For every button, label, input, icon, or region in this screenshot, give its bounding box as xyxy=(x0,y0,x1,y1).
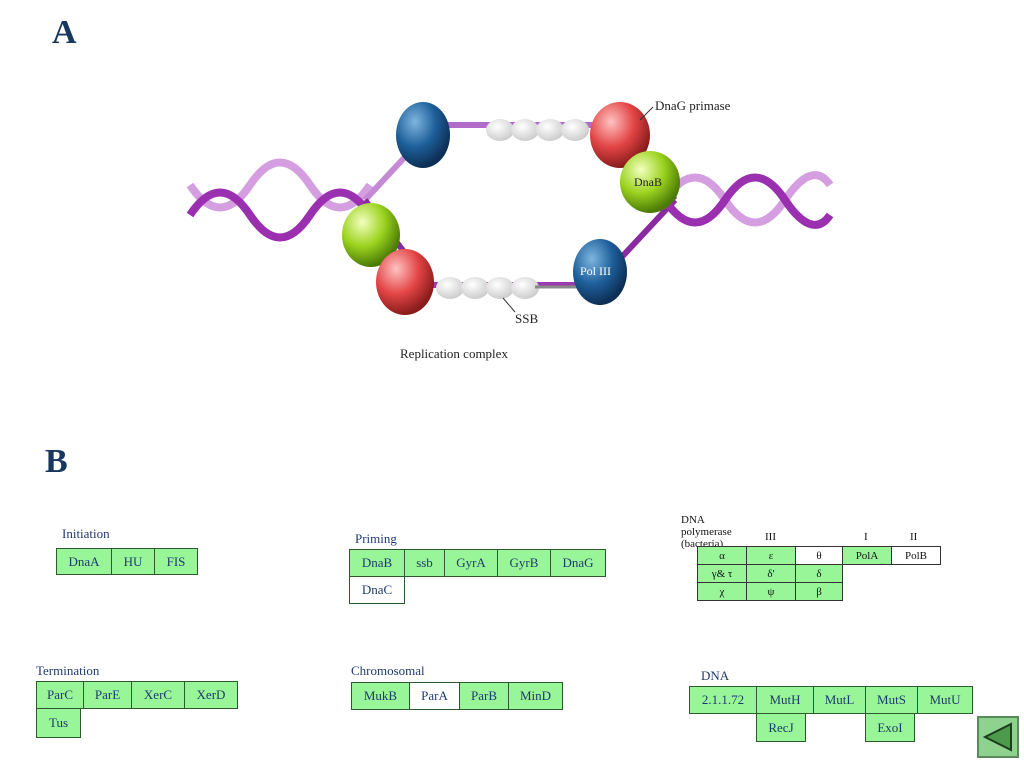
pol-cell-theta: θ xyxy=(795,546,843,565)
polymerase-header-i: I xyxy=(864,531,868,543)
gene-cell-parb: ParB xyxy=(459,682,509,710)
gene-cell-2-1-1-72: 2.1.1.72 xyxy=(689,686,757,714)
gene-cell-dnac: DnaC xyxy=(349,576,405,604)
pol-cell-psi: ψ xyxy=(746,582,796,601)
gene-cell-gyra: GyrA xyxy=(444,549,498,577)
dnag-leader-line xyxy=(639,106,654,121)
gene-cell-gyrb: GyrB xyxy=(497,549,551,577)
pol-cell-polb: PolB xyxy=(891,546,941,565)
gene-cell-dnaa: DnaA xyxy=(56,548,112,575)
pol3-sphere-top xyxy=(396,102,450,168)
pol-cell-pola: PolA xyxy=(842,546,892,565)
polymerase-header-iii: III xyxy=(765,531,776,543)
group-initiation-title: Initiation xyxy=(62,526,110,541)
pol-cell-gamma-tau: γ& τ xyxy=(697,564,747,583)
pol3-label: Pol III xyxy=(580,264,611,278)
gene-cell-xerc: XerC xyxy=(131,681,185,709)
left-helix-strand-1 xyxy=(186,158,374,212)
group-termination-title: Termination xyxy=(36,663,100,678)
dnag-sphere-top xyxy=(590,102,650,168)
gene-cell-recj: RecJ xyxy=(756,713,806,742)
gene-cell-dnab: DnaB xyxy=(349,549,405,577)
pol-cell-delta: δ xyxy=(795,564,843,583)
replication-complex-figure: DnaG primase DnaB Pol III SSB Replicatio… xyxy=(186,98,834,361)
polymerase-title: DNA polymerase (bacteria) xyxy=(681,514,732,550)
gene-cell-dnag: DnaG xyxy=(550,549,606,577)
gene-cell-para: ParA xyxy=(409,682,460,710)
panel-a-label: A xyxy=(52,14,77,51)
gene-cell-mind: MinD xyxy=(508,682,563,710)
dnag-sphere-bottom xyxy=(376,249,434,315)
gene-cell-muts: MutS xyxy=(865,686,918,714)
pol-cell-beta: β xyxy=(795,582,843,601)
pol-cell-alpha: α xyxy=(697,546,747,565)
gene-cell-pare: ParE xyxy=(83,681,132,709)
right-helix-strand-2 xyxy=(661,173,834,229)
pol3-sphere-bottom xyxy=(573,239,627,305)
ssb-leader-line xyxy=(502,297,516,313)
dnab-label: DnaB xyxy=(634,175,662,189)
back-arrow-icon xyxy=(982,722,1012,752)
gene-cell-fis: FIS xyxy=(154,548,198,575)
gene-cell-mutl: MutL xyxy=(813,686,866,714)
panel-b-label: B xyxy=(45,443,68,480)
gene-cell-tus: Tus xyxy=(36,708,81,738)
gene-cell-mutu: MutU xyxy=(917,686,973,714)
gene-cell-mukb: MukB xyxy=(351,682,410,710)
dnab-sphere-right xyxy=(620,151,680,213)
dnag-label: DnaG primase xyxy=(655,98,731,113)
gene-cell-hu: HU xyxy=(111,548,155,575)
gene-cell-exoi: ExoI xyxy=(865,713,915,742)
pol-cell-chi: χ xyxy=(697,582,747,601)
gene-cell-ssb: ssb xyxy=(404,549,445,577)
figure-caption: Replication complex xyxy=(400,346,508,361)
polymerase-header-ii: II xyxy=(910,531,918,543)
gene-cell-parc: ParC xyxy=(36,681,84,709)
pol-cell-epsilon: ε xyxy=(746,546,796,565)
ssb-label: SSB xyxy=(515,311,538,326)
back-button[interactable] xyxy=(977,716,1019,758)
pol-cell-delta-prime: δ' xyxy=(746,564,796,583)
dnab-sphere-left xyxy=(342,203,400,267)
gene-cell-xerd: XerD xyxy=(184,681,238,709)
left-helix-strand-2 xyxy=(186,188,374,242)
ssb-beads-bottom xyxy=(436,277,539,299)
gene-cell-muth: MutH xyxy=(756,686,814,714)
right-helix-strand-1 xyxy=(661,171,834,227)
ssb-beads-top xyxy=(486,119,589,141)
